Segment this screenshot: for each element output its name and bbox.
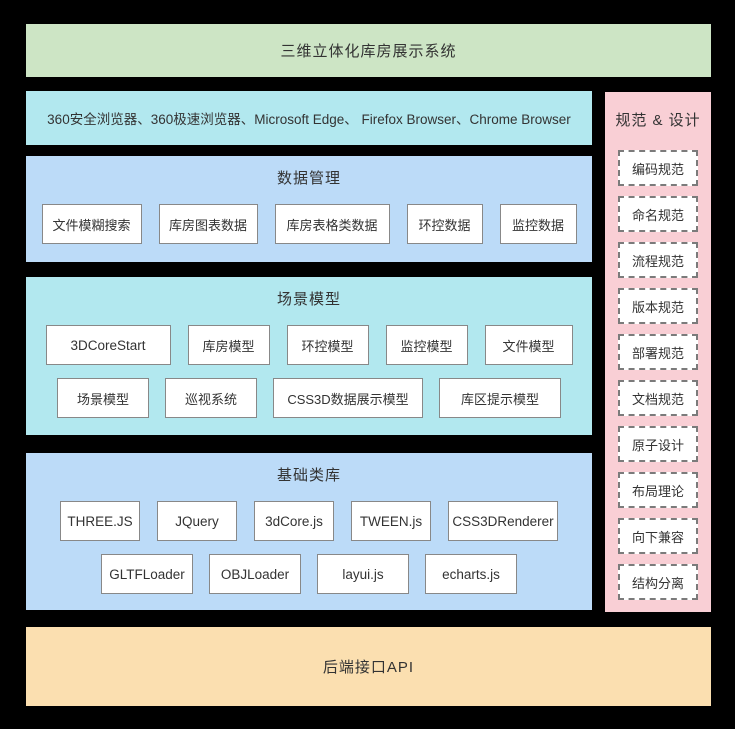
section-scene-model: 场景模型 3DCoreStart 库房模型 环控模型 监控模型 文件模型 场景模… — [26, 277, 592, 435]
spec-item-structure-separation: 结构分离 — [618, 564, 698, 600]
spec-list: 编码规范 命名规范 流程规范 版本规范 部署规范 文档规范 原子设计 布局理论 … — [618, 150, 698, 600]
scene-row-1: 3DCoreStart 库房模型 环控模型 监控模型 文件模型 — [26, 325, 592, 365]
base-row-2: GLTFLoader OBJLoader layui.js echarts.js — [26, 554, 592, 594]
lib-objloader: OBJLoader — [209, 554, 301, 594]
scene-item-scene-model: 场景模型 — [57, 378, 149, 418]
section-base-libraries: 基础类库 THREE.JS JQuery 3dCore.js TWEEN.js … — [26, 453, 592, 610]
spec-item-backward-compat: 向下兼容 — [618, 518, 698, 554]
scene-item-storage-area-hint-model: 库区提示模型 — [439, 378, 561, 418]
base-row-1: THREE.JS JQuery 3dCore.js TWEEN.js CSS3D… — [26, 501, 592, 541]
scene-item-file-model: 文件模型 — [484, 325, 573, 365]
scene-item-env-control-model: 环控模型 — [286, 325, 369, 365]
section-data-management: 数据管理 文件模糊搜索 库房图表数据 库房表格类数据 环控数据 监控数据 — [26, 156, 592, 262]
lib-css3drenderer: CSS3DRenderer — [448, 501, 558, 541]
spec-item-naming-standard: 命名规范 — [618, 196, 698, 232]
spec-item-deploy-standard: 部署规范 — [618, 334, 698, 370]
spec-item-coding-standard: 编码规范 — [618, 150, 698, 186]
spec-item-atomic-design: 原子设计 — [618, 426, 698, 462]
backend-api-band: 后端接口API — [26, 627, 711, 706]
system-title: 三维立体化库房展示系统 — [280, 43, 457, 60]
scene-item-3dcorestart: 3DCoreStart — [45, 325, 171, 365]
lib-3dcorejs: 3dCore.js — [254, 501, 334, 541]
scene-item-monitor-model: 监控模型 — [385, 325, 468, 365]
scene-item-css3d-data-display-model: CSS3D数据展示模型 — [273, 378, 423, 418]
backend-api-label: 后端接口API — [322, 659, 415, 676]
section-title-data: 数据管理 — [276, 170, 341, 187]
lib-jquery: JQuery — [157, 501, 237, 541]
scene-row-2: 场景模型 巡视系统 CSS3D数据展示模型 库区提示模型 — [26, 378, 592, 418]
browsers-list: 360安全浏览器、360极速浏览器、Microsoft Edge、 Firefo… — [47, 112, 571, 127]
section-title-scene: 场景模型 — [276, 291, 341, 308]
data-item-file-fuzzy-search: 文件模糊搜索 — [41, 204, 142, 244]
lib-threejs: THREE.JS — [60, 501, 140, 541]
lib-echartsjs: echarts.js — [425, 554, 517, 594]
scene-item-warehouse-model: 库房模型 — [187, 325, 270, 365]
data-item-env-control-data: 环控数据 — [406, 204, 483, 244]
data-item-warehouse-chart-data: 库房图表数据 — [158, 204, 258, 244]
spec-item-doc-standard: 文档规范 — [618, 380, 698, 416]
data-item-warehouse-table-data: 库房表格类数据 — [274, 204, 390, 244]
section-title-base: 基础类库 — [276, 467, 341, 484]
scene-item-patrol-system: 巡视系统 — [165, 378, 257, 418]
browsers-band: 360安全浏览器、360极速浏览器、Microsoft Edge、 Firefo… — [26, 91, 592, 145]
data-item-monitor-data: 监控数据 — [499, 204, 577, 244]
lib-layuijs: layui.js — [317, 554, 409, 594]
lib-tweenjs: TWEEN.js — [351, 501, 431, 541]
system-title-band: 三维立体化库房展示系统 — [26, 24, 711, 77]
spec-item-process-standard: 流程规范 — [618, 242, 698, 278]
spec-item-layout-theory: 布局理论 — [618, 472, 698, 508]
spec-item-version-standard: 版本规范 — [618, 288, 698, 324]
lib-gltfloader: GLTFLoader — [101, 554, 193, 594]
spec-design-panel: 规范 & 设计 编码规范 命名规范 流程规范 版本规范 部署规范 文档规范 原子… — [605, 92, 711, 612]
data-row: 文件模糊搜索 库房图表数据 库房表格类数据 环控数据 监控数据 — [26, 204, 592, 244]
spec-panel-title: 规范 & 设计 — [615, 112, 701, 129]
